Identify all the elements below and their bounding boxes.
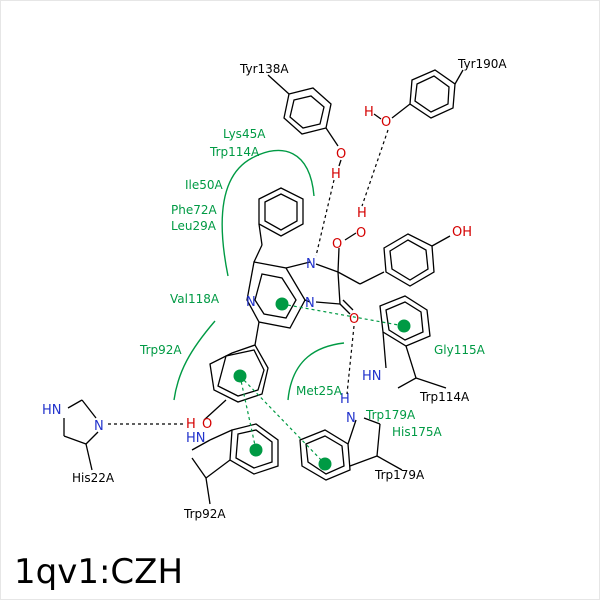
label-val118: Val118A (170, 292, 220, 306)
atom-o-tyr138: O (336, 147, 346, 162)
centroid-trp114 (397, 319, 411, 333)
atom-h-peroxide: H (357, 206, 367, 221)
phenol-ring (383, 233, 451, 287)
centroid-phenyl (233, 369, 247, 383)
centroid-trp179 (318, 457, 332, 471)
ligand-core (246, 232, 385, 346)
label-tyr138: Tyr138A (239, 62, 289, 76)
atom-o-tyr190: O (381, 115, 391, 130)
atom-o-peroxide-1: O (332, 237, 342, 252)
trp179-indole (299, 417, 403, 481)
atom-n-his22: N (94, 419, 104, 434)
atom-h-phenyl: H (186, 417, 196, 432)
tyr190-ring (391, 69, 464, 119)
atom-o-peroxide-2: O (356, 226, 366, 241)
benzyl-ring (253, 187, 304, 263)
atom-n-core-3: N (305, 296, 315, 311)
trp114-indole (379, 295, 447, 389)
atom-o-carbonyl: O (349, 312, 359, 327)
centroid-core (275, 297, 289, 311)
label-met25: Met25A (296, 384, 343, 398)
label-trp92: Trp92A (183, 507, 226, 521)
label-trp179: Trp179A (374, 468, 425, 482)
atom-h-tyr138: H (331, 167, 341, 182)
label-tyr190: Tyr190A (457, 57, 507, 71)
trp92-indole (191, 423, 279, 505)
his22-imidazole (63, 399, 99, 471)
atom-n-core-2: N (246, 295, 256, 310)
atom-n-core-1: N (306, 257, 316, 272)
tyr138-ring (267, 74, 339, 147)
lower-phenyl-ring (203, 344, 269, 421)
atom-h-tyr190: H (364, 105, 374, 120)
pi-stack-trp179 (239, 375, 326, 465)
atom-h-trp179: H (340, 392, 350, 407)
hbond-tyr138 (315, 179, 335, 257)
label-trp179-hyd: Trp179A (365, 408, 416, 422)
pi-stack-trp92 (239, 375, 257, 451)
label-his175: His175A (392, 425, 443, 439)
label-trp92-hyd: Trp92A (139, 343, 182, 357)
hydrophobic-arc-left (173, 320, 216, 401)
atom-hn-trp92: HN (186, 431, 206, 446)
label-trp114: Trp114A (419, 390, 470, 404)
pi-stack-trp114 (281, 303, 405, 327)
atom-oh-phenol: OH (452, 225, 472, 240)
label-lys45: Lys45A (223, 127, 266, 141)
centroid-trp92 (249, 443, 263, 457)
hbond-tyr190 (361, 129, 389, 207)
hydrophobic-arc-upper (221, 149, 315, 277)
atom-o-phenyl: O (202, 417, 212, 432)
atom-hn-his22: HN (42, 403, 62, 418)
label-ile50: Ile50A (185, 178, 224, 192)
hydrophobic-arc-right (287, 342, 345, 401)
label-trp114-hyd: Trp114A (209, 145, 260, 159)
label-gly115: Gly115A (434, 343, 486, 357)
atom-n-trp179: N (346, 411, 356, 426)
atom-hn-trp114: HN (362, 369, 382, 384)
label-leu29: Leu29A (171, 219, 217, 233)
label-phe72: Phe72A (171, 203, 217, 217)
hbond-trp179 (346, 325, 355, 395)
label-his22: His22A (72, 471, 115, 485)
structure-caption: 1qv1:CZH (14, 552, 184, 592)
